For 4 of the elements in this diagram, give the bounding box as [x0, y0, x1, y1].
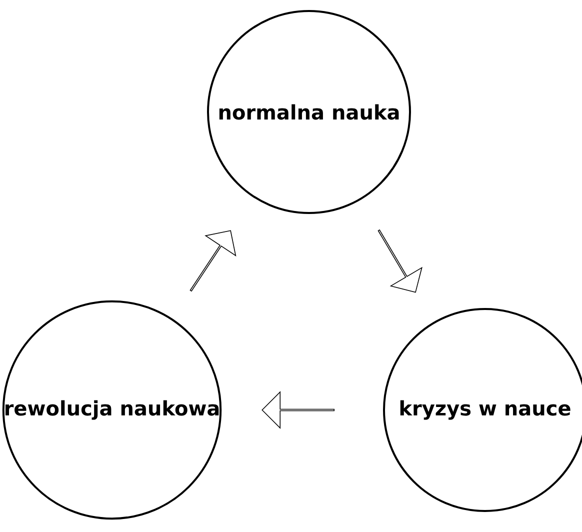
circle-node: rewolucja naukowa — [2, 300, 222, 520]
block-arrow — [378, 229, 422, 293]
circle-node: normalna nauka — [207, 10, 411, 214]
block-arrow — [190, 230, 236, 292]
